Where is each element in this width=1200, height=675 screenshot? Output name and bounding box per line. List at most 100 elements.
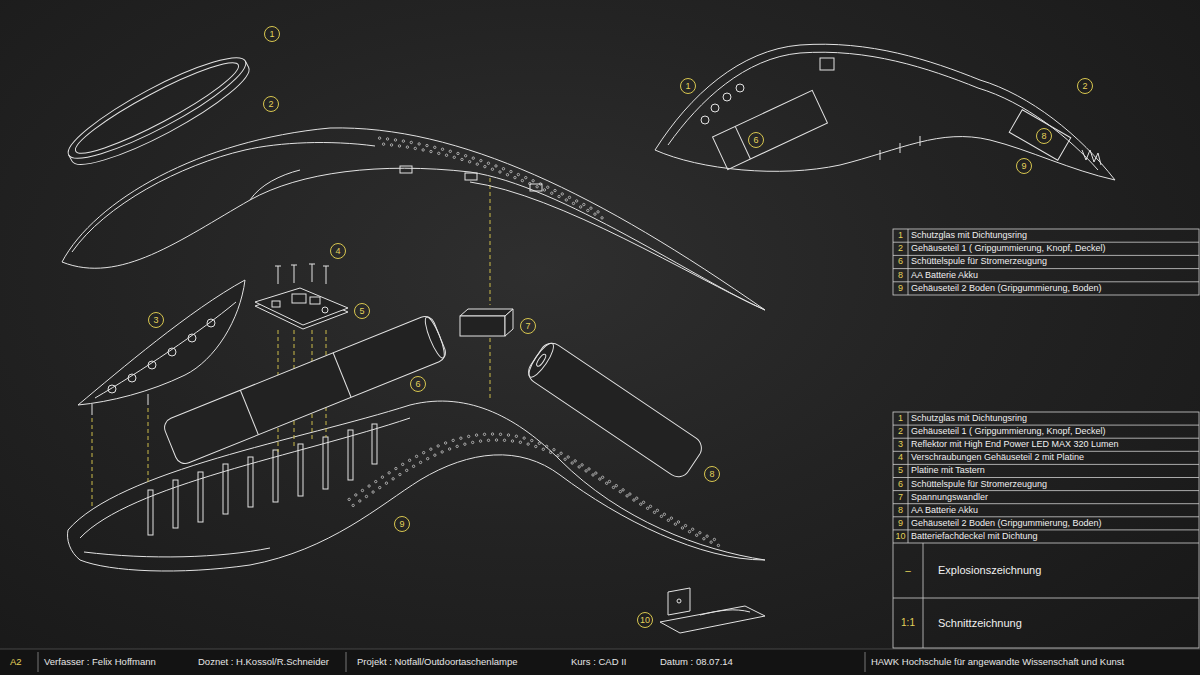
footer-bar — [38, 652, 39, 672]
table-grid — [893, 598, 1199, 599]
grip-dot — [438, 152, 440, 154]
screw — [312, 264, 313, 282]
reflector — [148, 361, 156, 369]
callout-number: 8 — [1036, 128, 1052, 144]
callout-number: 9 — [1016, 158, 1032, 174]
grip-dot — [398, 145, 400, 147]
grip-dot — [418, 143, 420, 145]
grip-dot — [539, 183, 541, 185]
callout-number: 10 — [637, 612, 653, 628]
project-field: Projekt : Notfall/Outdoortaschenlampe — [357, 649, 518, 675]
grip-dot — [352, 504, 354, 506]
grip-dot — [629, 493, 631, 495]
reflector — [128, 374, 136, 382]
grip-dot — [379, 486, 381, 488]
grip-dot — [475, 434, 477, 436]
grip-dot — [491, 433, 493, 435]
table-grid — [893, 425, 1199, 426]
lower-housing — [173, 480, 178, 528]
voltage-converter — [460, 316, 505, 336]
table-grid — [893, 516, 1199, 517]
table-text: AA Batterie Akku — [911, 504, 978, 517]
grip-dot — [399, 473, 401, 475]
grip-dot — [410, 141, 412, 143]
shaking-coil — [333, 353, 351, 398]
table-grid — [893, 242, 1199, 243]
grip-dot — [483, 433, 485, 435]
protective-glass — [69, 61, 258, 179]
grip-dot — [531, 439, 533, 441]
upper-housing — [62, 128, 765, 310]
grip-dot — [499, 433, 501, 435]
grip-dot — [605, 482, 607, 484]
protective-glass — [69, 52, 246, 165]
grip-dot — [430, 150, 432, 152]
table-grid — [893, 268, 1199, 269]
table-grid — [893, 412, 1199, 648]
grip-dot — [402, 140, 404, 142]
circuit-board — [292, 294, 306, 303]
footer-bar — [0, 649, 1200, 650]
grip-dot — [545, 445, 547, 447]
grip-dot — [487, 162, 489, 164]
section-view — [820, 58, 834, 70]
callout-number: 9 — [394, 516, 410, 532]
section-view — [655, 44, 1115, 180]
grip-dot — [592, 474, 594, 476]
section-view — [723, 93, 731, 101]
grip-dot — [441, 148, 443, 150]
protective-glass — [59, 43, 258, 178]
grip-dot — [542, 448, 544, 450]
section-view — [920, 136, 921, 146]
reflector — [78, 280, 245, 405]
upper-housing — [400, 166, 412, 173]
grip-dot — [557, 455, 559, 457]
grip-dot — [461, 158, 463, 160]
section-view — [668, 52, 1098, 170]
table-number: 6 — [893, 255, 908, 268]
footer-bar — [865, 652, 866, 672]
grip-dot — [412, 465, 414, 467]
circuit-board — [310, 297, 320, 304]
grip-dot — [677, 521, 679, 523]
section-view — [880, 150, 881, 160]
battery-cover — [660, 588, 765, 633]
table-number: 1 — [893, 412, 908, 425]
upper-housing — [62, 128, 765, 310]
circuit-board — [272, 301, 280, 307]
grip-dot — [359, 500, 361, 502]
lower-housing — [298, 444, 303, 496]
shaking-coil — [422, 315, 448, 360]
voltage-converter — [460, 309, 513, 316]
grip-dot — [529, 182, 531, 184]
grip-dot — [670, 517, 672, 519]
protective-glass — [59, 43, 254, 172]
lower-housing — [198, 472, 203, 522]
grip-dot — [560, 452, 562, 454]
screw — [309, 264, 315, 265]
grip-dot — [506, 174, 508, 176]
table-grid — [893, 503, 1199, 504]
grip-dot — [355, 494, 357, 496]
aa-battery — [524, 339, 706, 482]
grip-dot — [408, 459, 410, 461]
grip-dot — [695, 534, 697, 536]
table-text: AA Batterie Akku — [911, 269, 978, 282]
grip-dot — [588, 468, 590, 470]
grip-dot — [495, 165, 497, 167]
grip-dot — [543, 189, 545, 191]
callout-number: 1 — [680, 78, 696, 94]
grip-dot — [558, 195, 560, 197]
grip-dot — [422, 451, 424, 453]
table-grid — [893, 464, 1199, 465]
table-text: Gehäuseteil 2 Boden (Gripgummierung, Bod… — [911, 282, 1102, 295]
grip-dot — [422, 149, 424, 151]
reflector — [92, 404, 93, 415]
grip-dot — [468, 161, 470, 163]
screw — [275, 266, 281, 267]
grip-dot — [585, 470, 587, 472]
grip-dot — [535, 445, 537, 447]
table-number: 9 — [893, 517, 908, 530]
grip-dot — [553, 449, 555, 451]
